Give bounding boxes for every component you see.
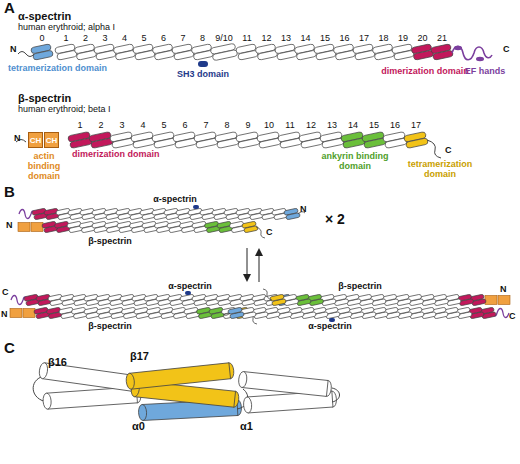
repeat-number: 9 xyxy=(245,121,250,131)
panel-letter: A xyxy=(4,0,15,17)
repeat-number: 10 xyxy=(264,121,274,131)
terminus-label: C xyxy=(509,312,516,322)
repeat-number: 2 xyxy=(83,34,88,44)
ch-domain-box: CH xyxy=(28,132,43,148)
repeat-number: 9/10 xyxy=(215,34,233,44)
terminus-label: C xyxy=(266,228,273,238)
domain-label: actin binding domain xyxy=(20,152,68,182)
repeat-number: 12 xyxy=(261,34,271,44)
repeat-number: 8 xyxy=(224,121,229,131)
terminus-label: N xyxy=(10,45,17,55)
chain-title: β-spectrin xyxy=(18,92,71,104)
domain-label: SH3 domain xyxy=(177,70,229,80)
repeat-number: 2 xyxy=(98,121,103,131)
repeat-number: 0 xyxy=(39,34,44,44)
domain-label: dimerization domain xyxy=(381,67,469,77)
multiplier: × 2 xyxy=(325,212,345,227)
repeat-number: 16 xyxy=(390,121,400,131)
repeat-number: 7 xyxy=(180,34,185,44)
repeat-number: 5 xyxy=(161,121,166,131)
isoform-note: human erythroid; beta I xyxy=(18,105,111,115)
repeat-number: 3 xyxy=(102,34,107,44)
repeat-number: 12 xyxy=(306,121,316,131)
isoform-note: human erythroid; alpha I xyxy=(18,23,115,33)
repeat-number: 1 xyxy=(77,121,82,131)
terminus-label: N xyxy=(14,134,21,144)
repeat-number: 14 xyxy=(300,34,310,44)
domain-label: tetramerization domain xyxy=(400,160,480,180)
chain-label: β-spectrin xyxy=(338,282,382,292)
domain-text: CH xyxy=(30,136,42,145)
repeat-number: 13 xyxy=(327,121,337,131)
repeat-number: 14 xyxy=(348,121,358,131)
repeat-number: 7 xyxy=(203,121,208,131)
helix-label: α0 xyxy=(132,420,145,432)
chain-label: β-spectrin xyxy=(88,237,132,247)
chain-label: β-spectrin xyxy=(88,322,132,332)
domain-label: dimerization domain xyxy=(72,150,160,160)
chain-label: α-spectrin xyxy=(168,282,212,292)
repeat-number: 16 xyxy=(339,34,349,44)
repeat-number: 4 xyxy=(122,34,127,44)
helix-label: β16 xyxy=(48,356,67,368)
chain-label: α-spectrin xyxy=(308,322,352,332)
terminus-label: C xyxy=(503,45,510,55)
helix-label: α1 xyxy=(240,420,253,432)
repeat-number: 3 xyxy=(119,121,124,131)
repeat-number: 6 xyxy=(161,34,166,44)
domain-label: tetramerization domain xyxy=(8,64,107,74)
terminus-label: N xyxy=(1,310,8,320)
repeat-number: 4 xyxy=(140,121,145,131)
repeat-number: 18 xyxy=(378,34,388,44)
domain-label: EF hands xyxy=(465,67,506,77)
terminus-label: C xyxy=(445,146,452,156)
repeat-number: 21 xyxy=(437,34,447,44)
repeat-number: 15 xyxy=(320,34,330,44)
repeat-number: 13 xyxy=(281,34,291,44)
terminus-label: N xyxy=(6,221,13,231)
chain-title: α-spectrin xyxy=(18,10,71,22)
domain-label: ankyrin binding domain xyxy=(315,152,395,172)
repeat-number: 5 xyxy=(141,34,146,44)
ch-domain-box: CH xyxy=(44,132,59,148)
terminus-label: C xyxy=(2,288,9,298)
terminus-label: N xyxy=(300,205,307,215)
chain-label: α-spectrin xyxy=(153,195,197,205)
repeat-number: 15 xyxy=(369,121,379,131)
panel-letter: C xyxy=(4,340,15,357)
panel-letter: B xyxy=(4,184,15,201)
repeat-number: 1 xyxy=(63,34,68,44)
repeat-number: 17 xyxy=(359,34,369,44)
repeat-number: 19 xyxy=(398,34,408,44)
repeat-number: 17 xyxy=(411,121,421,131)
repeat-number: 11 xyxy=(242,34,251,44)
terminus-label: N xyxy=(500,285,507,295)
helix-label: β17 xyxy=(130,350,149,362)
repeat-number: 20 xyxy=(417,34,427,44)
domain-text: CH xyxy=(46,136,58,145)
repeat-number: 8 xyxy=(200,34,205,44)
repeat-number: 11 xyxy=(285,121,294,131)
repeat-number: 6 xyxy=(182,121,187,131)
